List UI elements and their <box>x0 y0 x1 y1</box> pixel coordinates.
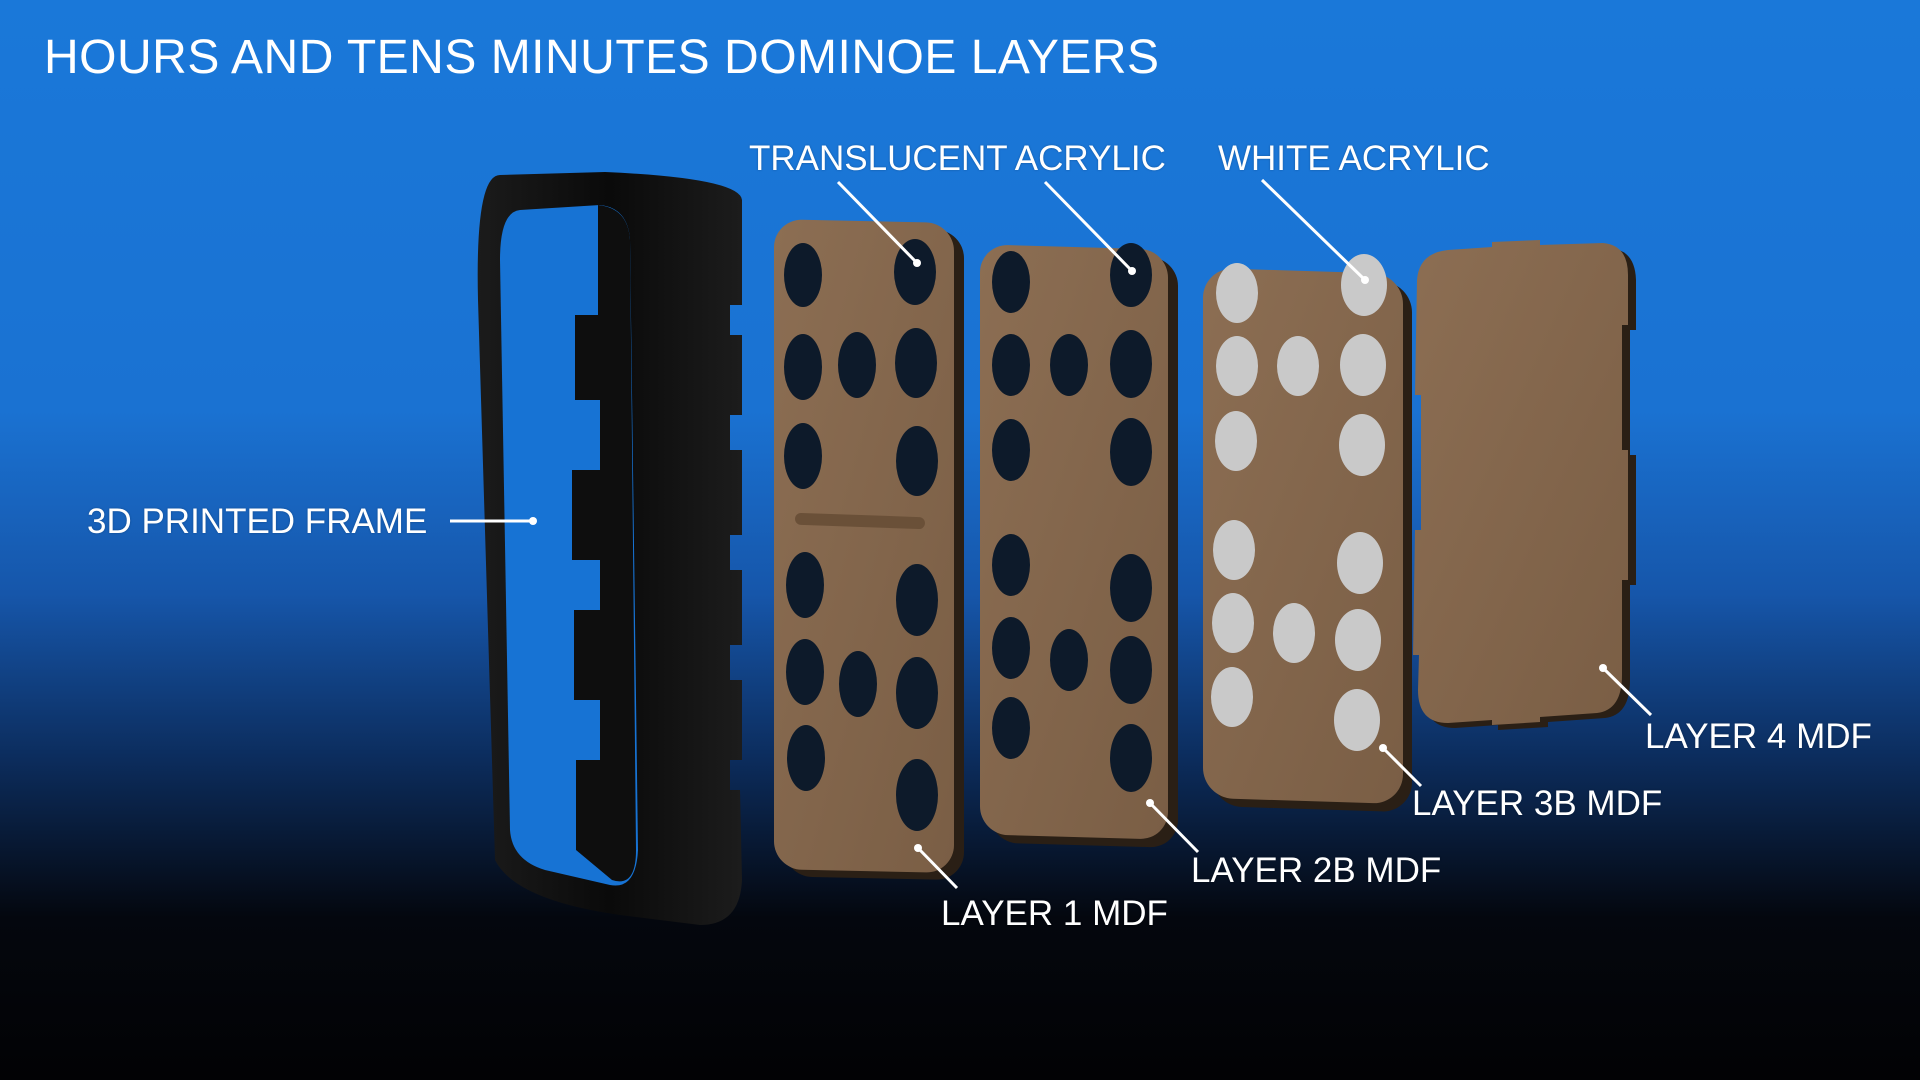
layer-2b-holes <box>992 243 1152 792</box>
leader-dots <box>529 259 1607 852</box>
layer-4-panel <box>1413 240 1636 730</box>
label-white-acrylic: WHITE ACRYLIC <box>1218 139 1490 178</box>
leader-layer-3b <box>1381 746 1423 788</box>
leader-translucent-acrylic <box>836 180 919 265</box>
label-layer-4-mdf: LAYER 4 MDF <box>1645 717 1872 756</box>
label-layer-2b-mdf: LAYER 2B MDF <box>1191 851 1442 890</box>
label-layer-3b-mdf: LAYER 3B MDF <box>1412 784 1663 823</box>
leader-layer-2b <box>1148 801 1200 854</box>
leader-layer-1 <box>916 846 959 890</box>
layer-3b-panel <box>1203 268 1412 812</box>
layer-1-holes <box>784 239 938 831</box>
leader-white-acrylic <box>1260 178 1367 282</box>
label-3d-printed-frame: 3D PRINTED FRAME <box>87 502 428 541</box>
page-title: HOURS AND TENS MINUTES DOMINOE LAYERS <box>44 31 1160 84</box>
leader-lines <box>450 178 1653 890</box>
leader-layer-4 <box>1601 666 1653 717</box>
label-layer-1-mdf: LAYER 1 MDF <box>941 894 1168 933</box>
label-translucent-acrylic: TRANSLUCENT ACRYLIC <box>749 139 1166 178</box>
printed-frame <box>477 172 742 925</box>
leader-translucent-acrylic-2 <box>1043 180 1134 273</box>
